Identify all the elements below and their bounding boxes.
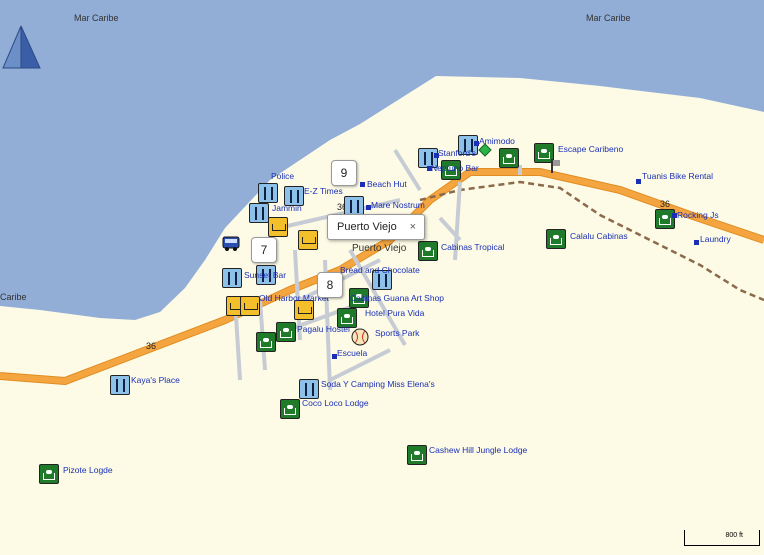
poi-lodging-icon[interactable] — [337, 308, 357, 328]
cluster-bubble[interactable]: 8 — [317, 272, 343, 298]
poi-restaurant-icon[interactable] — [256, 265, 276, 285]
cluster-bubble[interactable]: 7 — [251, 237, 277, 263]
sea-label-top-left: Mar Caribe — [74, 13, 119, 23]
poi-lodging-icon[interactable] — [39, 464, 59, 484]
poi-lodging-icon[interactable] — [655, 209, 675, 229]
poi-label-sunset-bar[interactable]: Sunset Bar — [244, 270, 287, 280]
poi-lodging-icon[interactable] — [256, 332, 276, 352]
bus-icon[interactable] — [222, 236, 240, 252]
svg-text:36: 36 — [337, 202, 347, 212]
poi-label-hotel-pura-vida[interactable]: Hotel Pura Vida — [365, 308, 425, 318]
poi-label-rocking-js[interactable]: Rocking Js — [677, 210, 719, 220]
scale-label: 800 ft — [725, 532, 743, 539]
poi-restaurant-icon[interactable] — [458, 135, 478, 155]
baseball-icon[interactable] — [350, 327, 370, 347]
poi-shop-icon[interactable] — [240, 296, 260, 316]
poi-lodging-icon[interactable] — [534, 143, 554, 163]
road-shield-36-c: 36 — [660, 199, 670, 209]
poi-lodging-icon[interactable] — [349, 288, 369, 308]
poi-label-pizote[interactable]: Pizote Logde — [63, 465, 113, 475]
poi-restaurant-icon[interactable] — [258, 183, 278, 203]
poi-marker[interactable] — [474, 141, 479, 146]
poi-label-e-z-times[interactable]: E-Z Times — [304, 186, 343, 196]
poi-label-coco-loco[interactable]: Coco Loco Lodge — [302, 398, 369, 408]
poi-restaurant-icon[interactable] — [249, 203, 269, 223]
poi-marker[interactable] — [694, 240, 699, 245]
north-arrow-icon[interactable] — [2, 25, 41, 69]
poi-marker[interactable] — [332, 354, 337, 359]
poi-label-beach-hut[interactable]: Beach Hut — [367, 179, 407, 189]
poi-restaurant-icon[interactable] — [344, 196, 364, 216]
poi-lodging-icon[interactable] — [276, 322, 296, 342]
dirt-trail — [419, 180, 764, 302]
poi-label-pagalu[interactable]: Pagalu Hostel — [297, 324, 350, 334]
poi-marker[interactable] — [434, 153, 439, 158]
sea-label-left: Caribe — [0, 292, 27, 302]
svg-text:36: 36 — [146, 341, 156, 351]
sea-area — [0, 0, 764, 320]
poi-label-bread-and-chocolate[interactable]: Bread and Chocolate — [340, 265, 420, 275]
poi-restaurant-icon[interactable] — [222, 268, 242, 288]
poi-label-tuanis[interactable]: Tuanis Bike Rental — [642, 171, 714, 181]
poi-label-calalu[interactable]: Calalu Cabinas — [570, 231, 628, 241]
poi-label-cabinas-tropical[interactable]: Cabinas Tropical — [441, 242, 505, 252]
poi-shop-icon[interactable] — [268, 217, 288, 237]
poi-label-police[interactable]: Police — [271, 171, 295, 181]
poi-restaurant-icon[interactable] — [110, 375, 130, 395]
poi-label-laundry[interactable]: Laundry — [700, 234, 731, 244]
close-icon[interactable]: × — [409, 221, 416, 233]
road-shield-36-b: 36 — [337, 202, 347, 212]
poi-label-escape-caribeno[interactable]: Escape Caribeno — [558, 144, 624, 154]
poi-label-old-harbor[interactable]: Old Harbor Market — [259, 293, 329, 303]
poi-lodging-icon[interactable] — [418, 241, 438, 261]
scale-bar: 800 ft — [684, 530, 760, 546]
poi-lodging-icon[interactable] — [407, 445, 427, 465]
poi-marker[interactable] — [360, 182, 365, 187]
poi-restaurant-icon[interactable] — [299, 379, 319, 399]
poi-marker[interactable] — [366, 205, 371, 210]
poi-marker[interactable] — [672, 213, 677, 218]
poi-label-cabinas-guana[interactable]: Cabinas Guana Art Shop — [350, 293, 445, 303]
poi-label-jammin[interactable]: Jammin — [272, 203, 302, 213]
poi-shop-icon[interactable] — [294, 300, 314, 320]
callout-title: Puerto Viejo — [337, 221, 397, 233]
poi-label-stanford[interactable]: Stanford's — [438, 148, 477, 158]
poi-marker[interactable] — [636, 179, 641, 184]
poi-lodging-icon[interactable] — [499, 148, 519, 168]
location-callout[interactable]: Puerto Viejo × — [327, 214, 425, 240]
poi-label-neptuno-bar[interactable]: Neptuno Bar — [431, 163, 479, 173]
flag-icon[interactable] — [550, 158, 562, 174]
diamond-icon[interactable] — [478, 143, 492, 157]
poi-lodging-icon[interactable] — [441, 160, 461, 180]
svg-text:36: 36 — [660, 199, 670, 209]
poi-lodging-icon[interactable] — [280, 399, 300, 419]
poi-restaurant-icon[interactable] — [284, 186, 304, 206]
poi-label-amimodo[interactable]: Amimodo — [479, 136, 515, 146]
poi-shop-icon[interactable] — [298, 230, 318, 250]
poi-label-cashew-hill[interactable]: Cashew Hill Jungle Lodge — [429, 445, 528, 455]
poi-label-kayas[interactable]: Kaya's Place — [131, 375, 180, 385]
road-shield-36-a: 36 — [146, 341, 156, 351]
cluster-bubble[interactable]: 9 — [331, 160, 357, 186]
poi-label-escuela[interactable]: Escuela — [337, 348, 368, 358]
poi-marker[interactable] — [427, 166, 432, 171]
poi-label-sports-park[interactable]: Sports Park — [375, 328, 420, 338]
poi-label-mare-nostrum[interactable]: Mare Nostrum — [371, 200, 425, 210]
poi-restaurant-icon[interactable] — [372, 270, 392, 290]
poi-label-soda[interactable]: Soda Y Camping Miss Elena's — [321, 379, 435, 389]
sea-label-top-right: Mar Caribe — [586, 13, 631, 23]
poi-lodging-icon[interactable] — [546, 229, 566, 249]
town-label: Puerto Viejo — [352, 243, 407, 254]
